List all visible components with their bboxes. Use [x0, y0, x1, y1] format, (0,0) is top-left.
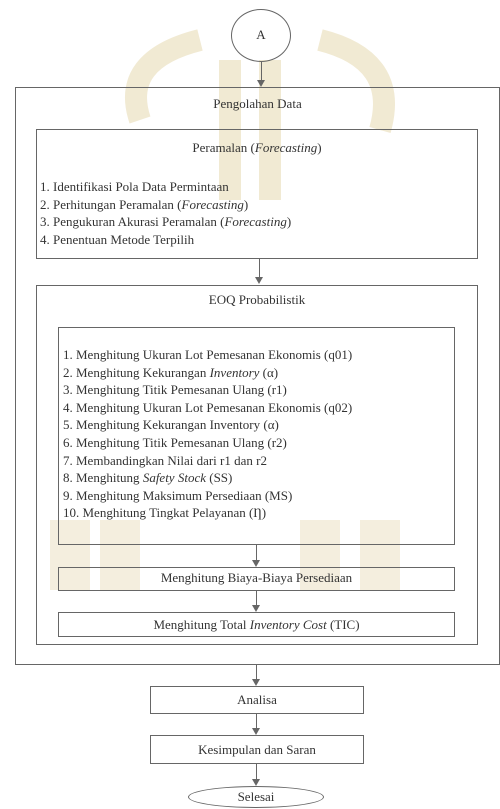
analisa-box: [150, 686, 364, 714]
arrowhead: [257, 80, 265, 87]
biaya-box: [58, 567, 455, 591]
eoq-box: [36, 285, 478, 645]
selesai-label: Selesai: [237, 789, 275, 804]
arrowhead: [252, 560, 260, 567]
list-item: 2. Menghitung Kekurangan Inventory (α): [63, 364, 279, 380]
arrow-steps-to-biaya: [256, 545, 257, 560]
arrow-main-to-analisa: [256, 665, 257, 679]
connector-label: A: [256, 27, 266, 42]
list-item: 8. Menghitung Safety Stock (SS): [63, 470, 233, 486]
list-item: 9. Menghitung Maksimum Persediaan (MS): [63, 487, 293, 503]
total-box: [58, 612, 455, 637]
list-item: 2. Perhitungan Peramalan (Forecasting): [40, 196, 249, 212]
arrowhead: [252, 728, 260, 735]
list-item: 1. Menghitung Ukuran Lot Pemesanan Ekono…: [63, 347, 353, 362]
pengolahan-data-title: Pengolahan Data: [213, 96, 302, 111]
connector-a: A: [231, 9, 291, 62]
selesai-terminator: Selesai: [188, 786, 324, 808]
list-item: 3. Pengukuran Akurasi Peramalan (Forecas…: [40, 214, 292, 230]
eoq-steps: 1. Menghitung Ukuran Lot Pemesanan Ekono…: [63, 346, 352, 522]
arrow-kesimpulan-to-selesai: [256, 764, 257, 779]
eoq-steps-box: [58, 327, 455, 545]
kesimpulan-label: Kesimpulan dan Saran: [198, 742, 316, 757]
list-item: 1. Identifikasi Pola Data Permintaan: [40, 179, 229, 194]
analisa-label: Analisa: [237, 692, 277, 707]
total-label: Menghitung Total Inventory Cost (TIC): [153, 617, 360, 632]
list-item: 4. Menghitung Ukuran Lot Pemesanan Ekono…: [63, 399, 353, 415]
arrow-peramalan-to-eoq: [259, 259, 260, 277]
arrowhead: [252, 605, 260, 612]
peramalan-box: [36, 129, 478, 259]
arrowhead: [252, 679, 260, 686]
list-item: 5. Menghitung Kekurangan Inventory (α): [63, 417, 279, 433]
list-item: 7. Membandingkan Nilai dari r1 dan r2: [63, 452, 267, 468]
peramalan-title: Peramalan (Forecasting): [192, 140, 322, 155]
list-item: 3. Menghitung Titik Pemesanan Ulang (r1): [63, 382, 287, 398]
list-item: 10. Menghitung Tingkat Pelayanan (Ƞ): [63, 505, 267, 521]
arrowhead: [255, 277, 263, 284]
peramalan-steps: 1. Identifikasi Pola Data Permintaan 2. …: [40, 178, 291, 248]
eoq-title: EOQ Probabilistik: [208, 292, 306, 307]
list-item: 6. Menghitung Titik Pemesanan Ulang (r2): [63, 434, 287, 450]
arrowhead: [252, 779, 260, 786]
list-item: 4. Penentuan Metode Terpilih: [40, 231, 195, 247]
arrow-a-to-main: [261, 62, 262, 80]
kesimpulan-box: [150, 735, 364, 764]
biaya-label: Menghitung Biaya-Biaya Persediaan: [160, 570, 353, 585]
arrow-biaya-to-total: [256, 591, 257, 605]
arrow-analisa-to-kesimpulan: [256, 714, 257, 728]
